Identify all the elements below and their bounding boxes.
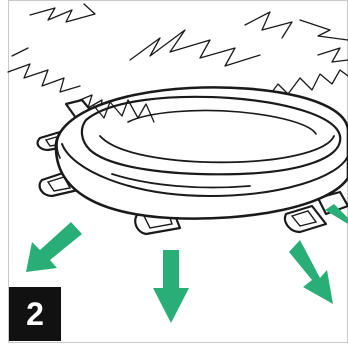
arrow-down	[153, 250, 189, 323]
step-number: 2	[26, 298, 44, 330]
foot-right	[285, 206, 326, 232]
stand-base	[56, 87, 348, 218]
arrow-down-left	[26, 222, 82, 272]
step-number-badge: 2	[9, 287, 61, 341]
arrow-down-right	[289, 240, 333, 304]
